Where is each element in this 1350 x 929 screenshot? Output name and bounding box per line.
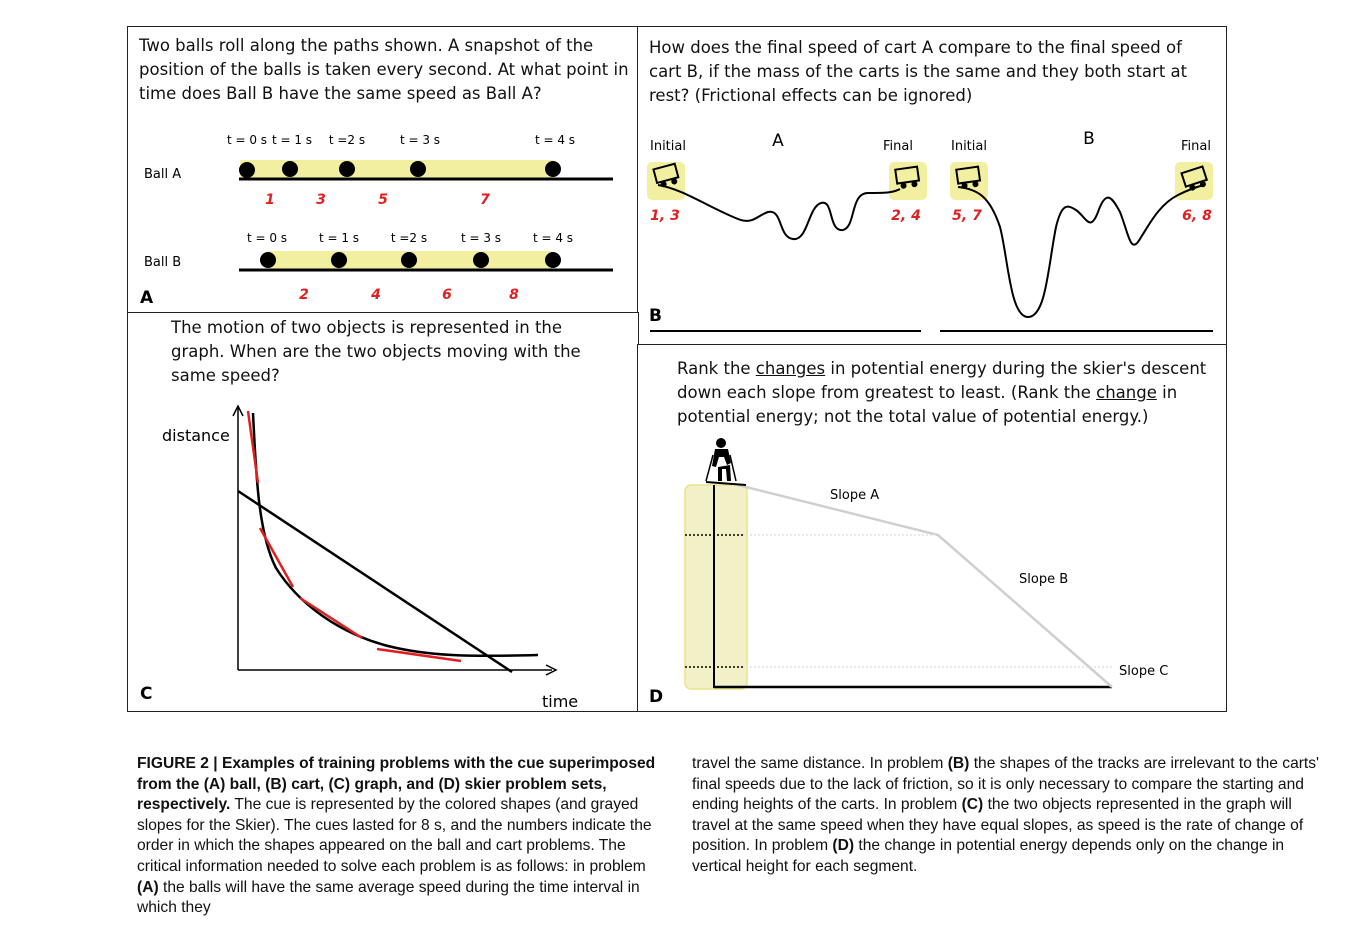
caption-text: travel the same distance. In problem [692, 755, 948, 772]
slope-b-label: Slope B [1019, 572, 1068, 587]
ball-a-pos-1 [282, 161, 298, 177]
panel-b-letter: B [649, 306, 662, 326]
ball-b-order: 8 [509, 287, 519, 303]
cart-icon [955, 165, 982, 189]
cart-icon [1180, 165, 1209, 191]
question-text: in potential energy during the skier's d… [677, 359, 1207, 402]
ball-b-time: t =2 s [391, 231, 427, 245]
ball-b-label: Ball B [144, 255, 181, 270]
ball-a-pos-3 [410, 161, 426, 177]
caption-ref-c: (C) [961, 796, 984, 814]
panel-c-graph: distance time C [140, 404, 578, 711]
slope-a-label: Slope A [830, 488, 879, 503]
panel-a-question: Two balls roll along the paths shown. A … [139, 36, 629, 103]
ball-a-pos-0 [239, 162, 255, 178]
panel-c-letter: C [140, 684, 152, 704]
track-b [957, 184, 1205, 319]
cart-a-final-order: 2, 4 [891, 208, 921, 224]
ball-b-pos-1 [331, 252, 347, 268]
cart-icon [894, 165, 921, 189]
caption-ref-a: (A) [137, 878, 159, 896]
panel-c: The motion of two objects is represented… [127, 312, 639, 712]
line-object-2 [237, 489, 513, 674]
question-underlined-changes: changes [755, 359, 826, 378]
caption-text: the two objects represented in the graph… [692, 796, 1304, 855]
ball-a-time: t = 1 s [272, 133, 312, 147]
ball-b-time: t = 0 s [247, 231, 287, 245]
tangent-cue [258, 527, 295, 588]
caption-text: the change in potential energy depends o… [692, 837, 1285, 875]
height-cue-column [684, 484, 748, 690]
figure-caption-right: travel the same distance. In problem (B)… [692, 754, 1332, 878]
track-a-label: A [772, 131, 784, 151]
panel-b: How does the final speed of cart A compa… [637, 26, 1227, 346]
ball-a-order: 1 [265, 192, 275, 208]
ball-b-order: 4 [370, 287, 381, 303]
question-text: Rank the [677, 359, 756, 378]
ball-b-time: t = 1 s [319, 231, 359, 245]
question-underlined-change: change [1096, 383, 1157, 402]
caption-text: The cue is represented by the colored sh… [137, 796, 652, 875]
ball-b-pos-0 [260, 252, 276, 268]
ball-a-time: t =2 s [329, 133, 365, 147]
ball-a-label: Ball A [144, 167, 181, 182]
figure-label: FIGURE 2 | Examples of training problems… [137, 755, 656, 814]
panel-b-question: How does the final speed of cart A compa… [649, 38, 1188, 105]
x-axis-label: time [542, 692, 578, 711]
x-axis-arrow [545, 664, 558, 676]
ball-a-time: t = 4 s [535, 133, 575, 147]
ball-b-pos-3 [473, 252, 489, 268]
panel-b-figure: Initial A Final Initial B Final [647, 129, 1213, 332]
ball-b-time: t = 3 s [461, 231, 501, 245]
ball-b-order: 6 [442, 287, 452, 303]
caption-ref-d: (D) [832, 837, 855, 855]
panel-a: Two balls roll along the paths shown. A … [127, 26, 639, 314]
initial-label-b: Initial [951, 139, 987, 154]
tangent-cue [246, 410, 260, 484]
ball-a-pos-2 [339, 161, 355, 177]
y-axis-arrow [232, 404, 244, 417]
caption-ref-b: (B) [947, 755, 970, 772]
panel-d-figure: Slope A Slope B Slope C D [649, 438, 1168, 707]
panel-d-letter: D [649, 687, 663, 707]
caption-text: the shapes of the tracks are irrelevant … [692, 755, 1320, 814]
initial-label-a: Initial [650, 139, 686, 154]
ball-b-order: 2 [299, 287, 309, 303]
panel-d: Rank the changes in potential energy dur… [637, 344, 1227, 712]
figure-caption-left: FIGURE 2 | Examples of training problems… [137, 754, 657, 919]
ball-a-cue-bar [240, 160, 554, 178]
ball-a-order: 5 [378, 192, 388, 208]
track-a [657, 184, 901, 240]
question-text: in potential energy; not the total value… [677, 383, 1178, 426]
panel-a-letter: A [140, 288, 154, 308]
y-axis-label: distance [162, 426, 230, 445]
panel-a-figure: Ball A t = 0 s t = 1 s t =2 s t = 3 s t … [140, 133, 613, 308]
curve-object-1 [251, 412, 539, 658]
tangent-cue [376, 647, 462, 663]
final-label-b: Final [1181, 139, 1211, 154]
tangent-cue [299, 596, 363, 640]
ball-a-order: 7 [480, 192, 490, 208]
ball-b-pos-4 [545, 252, 561, 268]
cart-icon [652, 162, 680, 188]
track-b-label: B [1083, 129, 1095, 149]
final-label-a: Final [883, 139, 913, 154]
ball-b-time: t = 4 s [533, 231, 573, 245]
ball-a-pos-4 [545, 161, 561, 177]
slope-path [737, 483, 1113, 688]
ball-a-order: 3 [316, 192, 326, 208]
cart-a-initial-order: 1, 3 [650, 208, 680, 224]
slope-c-label: Slope C [1119, 664, 1168, 679]
cart-b-initial-order: 5, 7 [952, 208, 982, 224]
ball-a-time: t = 3 s [400, 133, 440, 147]
caption-text: the balls will have the same average spe… [137, 878, 640, 917]
cart-b-final-order: 6, 8 [1182, 208, 1212, 224]
panel-c-question: The motion of two objects is represented… [171, 318, 581, 385]
panel-d-question: Rank the changes in potential energy dur… [677, 357, 1217, 429]
ball-a-time: t = 0 s [227, 133, 267, 147]
ball-b-pos-2 [401, 252, 417, 268]
skier-icon [705, 438, 747, 486]
